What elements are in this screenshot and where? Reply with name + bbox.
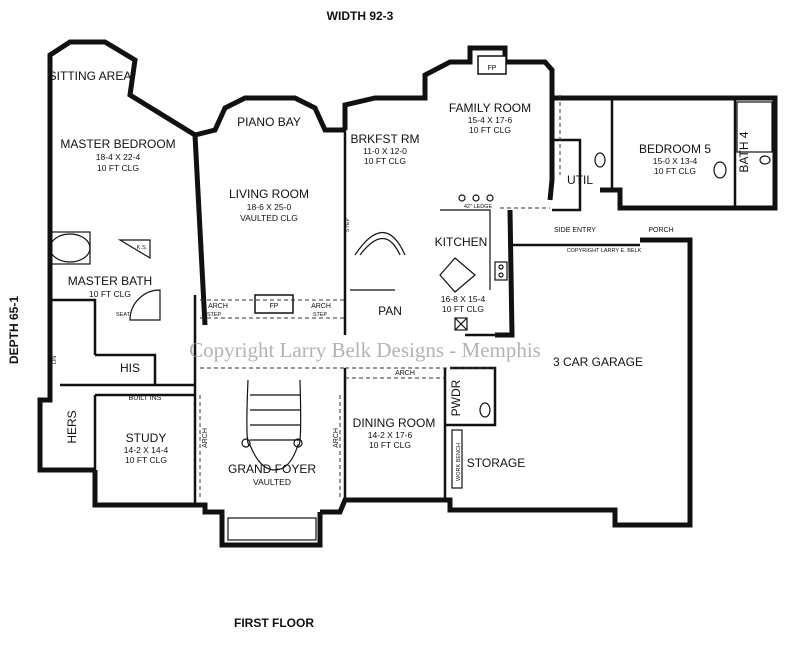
- study-label: STUDY: [126, 431, 167, 445]
- width-dimension: WIDTH 92-3: [327, 9, 394, 23]
- copyright-small: COPYRIGHT LARRY E. BELK: [567, 248, 642, 254]
- arch-right: ARCH: [311, 303, 331, 310]
- garage-label: 3 CAR GARAGE: [553, 355, 643, 369]
- exterior-walls: [37, 39, 778, 548]
- brkfst-rm-size: 11-0 X 12-0: [363, 146, 407, 156]
- master-bedroom-ceiling: 10 FT CLG: [97, 163, 139, 173]
- living-room-ceiling: VAULTED CLG: [240, 213, 298, 223]
- master-bedroom-size: 18-4 X 22-4: [96, 152, 141, 162]
- study-size: 14-2 X 14-4: [124, 445, 169, 455]
- kitchen-ceiling: 10 FT CLG: [442, 304, 484, 314]
- his-closet-label: HIS: [120, 361, 140, 375]
- step-right: STEP: [313, 312, 328, 318]
- porch-label: PORCH: [648, 227, 673, 234]
- piano-bay-label: PIANO BAY: [237, 115, 301, 129]
- kitchen-size: 16-8 X 15-4: [441, 294, 486, 304]
- linen-label: LIN: [52, 356, 58, 365]
- storage-label: STORAGE: [467, 456, 525, 470]
- master-bedroom-label: MASTER BEDROOM: [60, 137, 175, 151]
- family-room-label: FAMILY ROOM: [449, 101, 531, 115]
- seat-label: SEAT: [116, 312, 131, 318]
- util-label: UTIL: [567, 173, 593, 187]
- arch-dining: ARCH: [395, 370, 415, 377]
- dining-room-ceiling: 10 FT CLG: [369, 440, 411, 450]
- powder-room-label: PWDR: [449, 379, 463, 416]
- brkfst-rm-label: BRKFST RM: [350, 132, 419, 146]
- pantry-label: PAN: [378, 304, 402, 318]
- arch-left: ARCH: [208, 303, 228, 310]
- bath-4-label: BATH 4: [737, 131, 751, 172]
- brkfst-rm-ceiling: 10 FT CLG: [364, 156, 406, 166]
- living-room-size: 18-6 X 25-0: [247, 202, 292, 212]
- living-room-label: LIVING ROOM: [229, 187, 309, 201]
- step-brkfst: STEP: [345, 217, 351, 232]
- ledge-label: 42" LEDGE: [464, 204, 493, 210]
- fixtures: [49, 55, 773, 541]
- family-fireplace-label: FP: [488, 65, 497, 72]
- arch-foyer-left: ARCH: [202, 428, 209, 448]
- side-entry-label: SIDE ENTRY: [554, 227, 596, 234]
- built-ins-label: BUILT INS: [129, 395, 162, 402]
- room-labels: SITTING AREA MASTER BEDROOM 18-4 X 22-4 …: [49, 65, 751, 487]
- master-bath-ceiling: 10 FT CLG: [89, 289, 131, 299]
- bedroom-5-label: BEDROOM 5: [639, 142, 711, 156]
- arch-foyer-right: ARCH: [333, 428, 340, 448]
- copyright-watermark: Copyright Larry Belk Designs - Memphis: [189, 338, 541, 362]
- bedroom-5-size: 15-0 X 13-4: [653, 156, 698, 166]
- sitting-area-label: SITTING AREA: [49, 69, 132, 83]
- hers-closet-label: HERS: [65, 410, 79, 443]
- dining-room-label: DINING ROOM: [353, 416, 436, 430]
- study-ceiling: 10 FT CLG: [125, 455, 167, 465]
- master-bath-label: MASTER BATH: [68, 274, 152, 288]
- step-left: STEP: [207, 312, 222, 318]
- bedroom-5-ceiling: 10 FT CLG: [654, 166, 696, 176]
- dining-room-size: 14-2 X 17-6: [368, 430, 413, 440]
- living-fireplace-label: FP: [270, 303, 279, 310]
- depth-dimension: DEPTH 65-1: [7, 296, 21, 364]
- family-room-size: 15-4 X 17-6: [468, 115, 513, 125]
- family-room-ceiling: 10 FT CLG: [469, 125, 511, 135]
- floor-title: FIRST FLOOR: [234, 616, 314, 630]
- grand-foyer-label: GRAND FOYER: [228, 462, 316, 476]
- ks-label: K.S.: [137, 245, 148, 251]
- work-bench-label: WORK BENCH: [456, 443, 462, 481]
- kitchen-label: KITCHEN: [435, 235, 488, 249]
- dashed-lines: [199, 95, 561, 500]
- grand-foyer-ceiling: VAULTED: [253, 477, 291, 487]
